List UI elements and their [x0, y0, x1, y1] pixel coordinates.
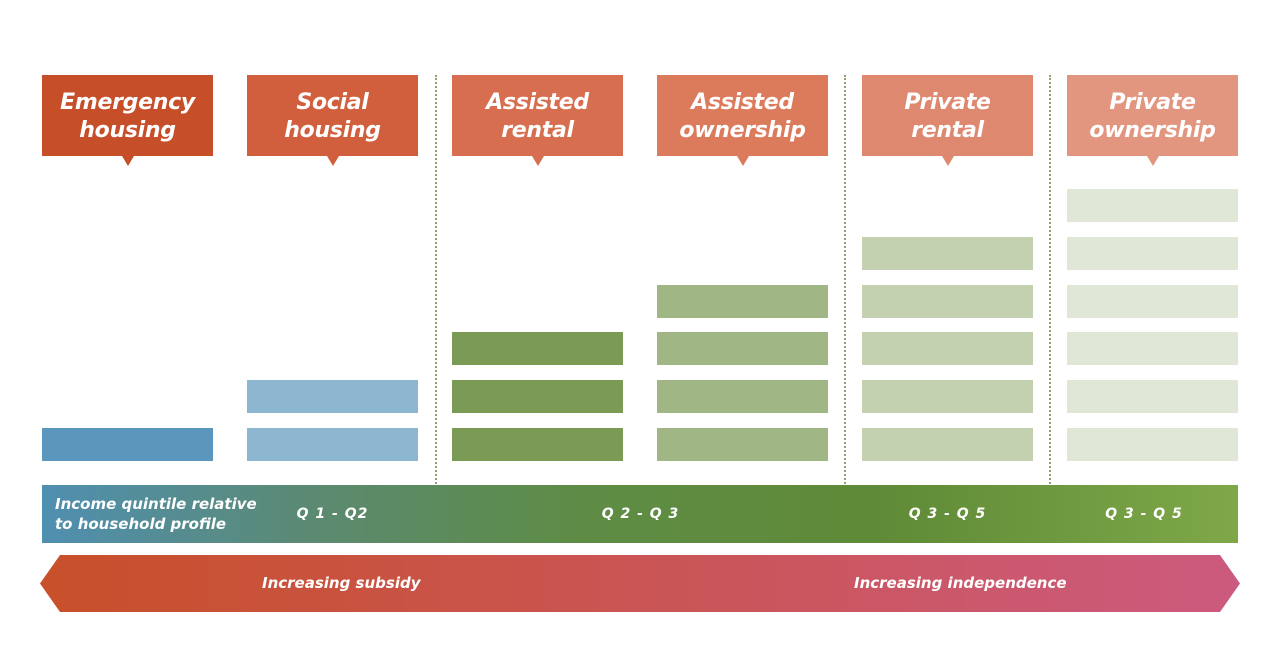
bar-assisted-ownership-3 [657, 332, 828, 365]
bar-private-rental-4 [862, 285, 1033, 318]
header-title-emergency-housing: Emergency housing [60, 89, 195, 143]
double-arrow-icon [40, 555, 1240, 612]
quintile-range-private-ownership: Q 3 - Q 5 [1105, 506, 1183, 522]
header-title-assisted-ownership: Assisted ownership [679, 89, 806, 143]
divider-3 [1049, 75, 1051, 543]
header-pointer-icon [531, 156, 544, 166]
subsidy-independence-arrow: Increasing subsidy Increasing independen… [40, 555, 1240, 612]
header-private-rental: Private rental [862, 75, 1033, 166]
quintile-range-assisted: Q 2 - Q 3 [601, 506, 680, 522]
bar-social-housing-2 [247, 380, 418, 413]
header-title-private-ownership: Private ownership [1089, 89, 1216, 143]
bar-private-rental-1 [862, 428, 1033, 461]
header-pointer-icon [121, 156, 134, 166]
header-title-assisted-rental: Assisted rental [486, 89, 589, 143]
bar-private-ownership-3 [1067, 332, 1238, 365]
increasing-independence-label: Increasing independence [854, 574, 1067, 592]
bar-private-rental-2 [862, 380, 1033, 413]
quintile-range-social: Q 1 - Q2 [296, 506, 369, 522]
bar-assisted-rental-2 [452, 380, 623, 413]
bar-private-ownership-4 [1067, 285, 1238, 318]
header-assisted-ownership: Assisted ownership [657, 75, 828, 166]
header-assisted-rental: Assisted rental [452, 75, 623, 166]
bar-emergency-housing-1 [42, 428, 213, 461]
bar-private-ownership-1 [1067, 428, 1238, 461]
header-title-social-housing: Social housing [284, 89, 381, 143]
income-quintile-band: Income quintile relative to household pr… [42, 485, 1238, 543]
increasing-subsidy-label: Increasing subsidy [262, 574, 421, 592]
bar-assisted-ownership-2 [657, 380, 828, 413]
bar-assisted-ownership-4 [657, 285, 828, 318]
header-pointer-icon [736, 156, 749, 166]
bar-private-rental-5 [862, 237, 1033, 270]
bar-social-housing-1 [247, 428, 418, 461]
bar-assisted-rental-3 [452, 332, 623, 365]
bar-assisted-rental-1 [452, 428, 623, 461]
header-pointer-icon [1146, 156, 1159, 166]
bar-private-ownership-5 [1067, 237, 1238, 270]
bar-private-ownership-6 [1067, 189, 1238, 222]
quintile-range-private-rental: Q 3 - Q 5 [908, 506, 987, 522]
bar-private-rental-3 [862, 332, 1033, 365]
divider-2 [844, 75, 846, 543]
income-quintile-label: Income quintile relative to household pr… [55, 495, 257, 533]
header-social-housing: Social housing [247, 75, 418, 166]
header-private-ownership: Private ownership [1067, 75, 1238, 166]
header-pointer-icon [326, 156, 339, 166]
bar-assisted-ownership-1 [657, 428, 828, 461]
divider-1 [435, 75, 437, 543]
bar-private-ownership-2 [1067, 380, 1238, 413]
header-pointer-icon [941, 156, 954, 166]
header-title-private-rental: Private rental [904, 89, 991, 143]
header-emergency-housing: Emergency housing [42, 75, 213, 166]
